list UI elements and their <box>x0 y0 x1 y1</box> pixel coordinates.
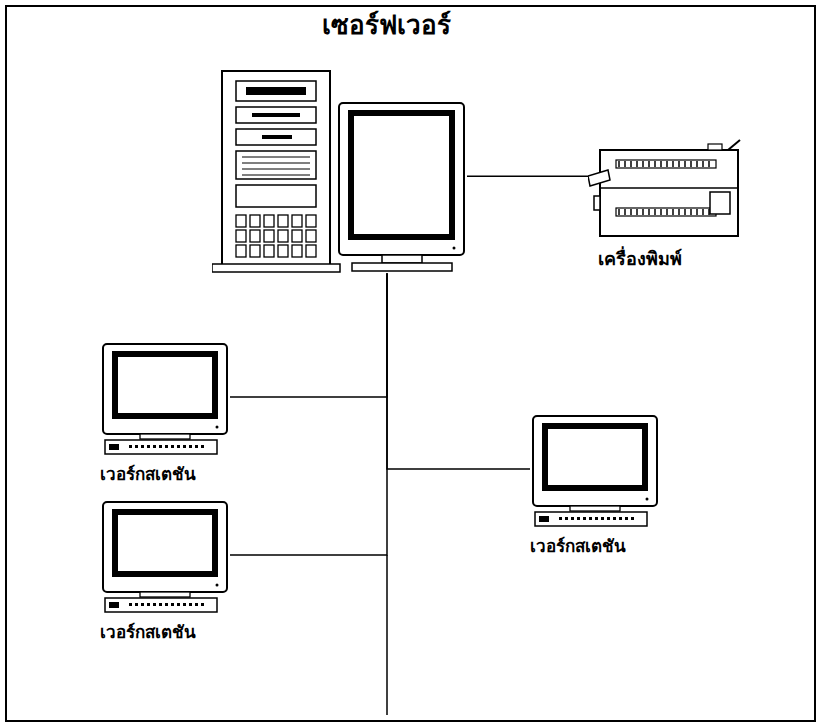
server-node: เซอร์ฟเวอร์ <box>212 10 467 273</box>
server-icon <box>212 51 467 273</box>
node-label: เวอร์กสเตชัน <box>100 464 230 484</box>
node-label: เซอร์ฟเวอร์ <box>322 10 467 41</box>
node-label: เวอร์กสเตชัน <box>100 622 230 642</box>
workstation-icon <box>100 500 230 614</box>
workstation-node: เวอร์กสเตชัน <box>100 500 230 642</box>
printer-node: เครื่องพิมพ์ <box>588 138 744 270</box>
node-label: เวอร์กสเตชัน <box>530 536 660 556</box>
workstation-icon <box>100 342 230 456</box>
node-label: เครื่องพิมพ์ <box>598 248 744 270</box>
border-frame <box>6 6 815 721</box>
workstation-node: เวอร์กสเตชัน <box>100 342 230 484</box>
network-cable <box>230 273 387 555</box>
printer-icon <box>588 138 744 240</box>
network-cable <box>230 273 387 397</box>
workstation-icon <box>530 414 660 528</box>
network-cable <box>387 273 530 469</box>
workstation-node: เวอร์กสเตชัน <box>530 414 660 556</box>
bus-line <box>386 555 388 715</box>
network-cable <box>467 175 588 177</box>
